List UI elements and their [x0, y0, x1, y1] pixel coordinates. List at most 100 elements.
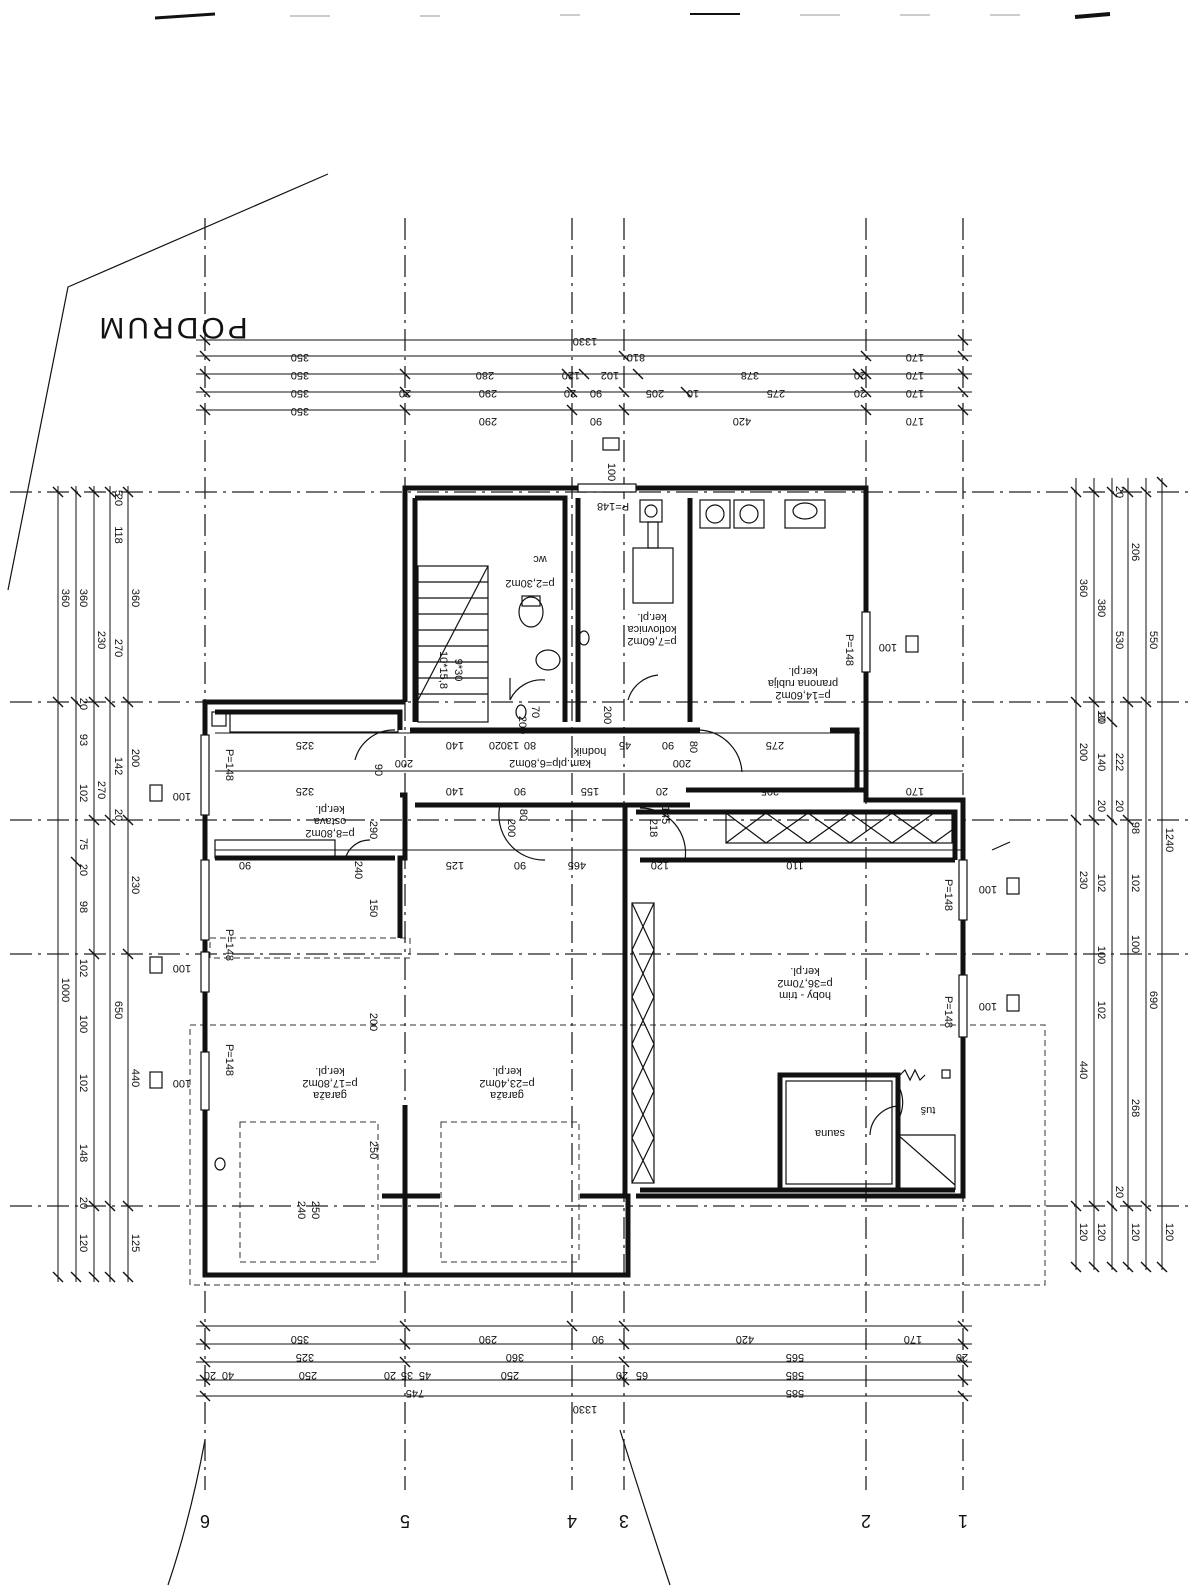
room-area: kam.plp=6,80m2	[509, 757, 591, 769]
dim-text: 200	[1077, 743, 1089, 761]
dim-text: 290	[479, 1333, 497, 1345]
axis-label: 5	[400, 1511, 410, 1531]
inner-dim: 290	[367, 821, 379, 839]
window-label: P=148	[223, 929, 235, 961]
room-floor: ker.pl.	[492, 1065, 521, 1077]
dim-text: 20	[384, 1369, 396, 1381]
dim-text: 90	[592, 1333, 604, 1345]
room-name: hoby - trim	[779, 989, 831, 1001]
inner-dim: 90	[372, 764, 384, 776]
dim-text: 270	[112, 639, 124, 657]
dim-text: 350	[291, 1333, 309, 1345]
axis-labels: 6 5 4 3 2 1	[200, 1511, 968, 1531]
room-area: p=17,80m2	[302, 1077, 357, 1089]
inner-dim: 240	[295, 1201, 307, 1219]
dim-text: 200	[129, 749, 141, 767]
dim-text: 142	[112, 757, 124, 775]
dim-text: 20	[854, 387, 866, 399]
inner-dim: 325	[296, 739, 314, 751]
inner-dim: 80	[524, 739, 536, 751]
dim-text: 20	[1113, 800, 1125, 812]
dim-text: 380	[1095, 599, 1107, 617]
dim-text: 40	[222, 1369, 234, 1381]
dim-text: 275	[767, 387, 785, 399]
right-dimensions: 360 200 230 440 120 380 20 140 20 102 10…	[1070, 476, 1175, 1273]
room-name: hodnik	[573, 745, 606, 757]
window-label: P=148	[223, 1044, 235, 1076]
inner-dim: 200	[516, 716, 528, 734]
inner-dim: 90	[662, 739, 674, 751]
room-name: tuš	[920, 1104, 935, 1116]
dim-text: 810	[627, 351, 645, 363]
dim-text: 1330	[573, 1403, 597, 1415]
axis-label: 2	[861, 1511, 871, 1531]
room-floor: ker.pl.	[315, 1065, 344, 1077]
dim-text: 20	[77, 698, 89, 710]
dim-text: 93	[77, 734, 89, 746]
dim-text: 350	[291, 369, 309, 381]
left-dimensions: 360 1000 360 270 230 650 5 20 118 270 20…	[52, 486, 141, 1283]
dim-text: 420	[733, 415, 751, 427]
dim-text: 10	[1095, 710, 1107, 722]
walls	[202, 485, 966, 1278]
dim-text: 120	[1163, 1223, 1175, 1241]
inner-dim: 45	[619, 739, 631, 751]
inner-dim: 70	[529, 706, 541, 718]
dim-text: 120	[562, 369, 580, 381]
dim-text: 250	[501, 1369, 519, 1381]
inner-dim: 140	[446, 785, 464, 797]
dim-text: 20	[564, 387, 576, 399]
dim-text: 20	[1113, 486, 1125, 498]
room-floor: ker.pl.	[315, 803, 344, 815]
dim-text: 90	[590, 387, 602, 399]
dim-text: 350	[291, 351, 309, 363]
inner-dim: 155	[581, 785, 599, 797]
dim-text: 250	[299, 1369, 317, 1381]
dim-text: 20	[616, 1369, 628, 1381]
dim-text: 745	[406, 1387, 424, 1399]
axis-label: 3	[619, 1511, 629, 1531]
dim-text: 20	[77, 1197, 89, 1209]
dim-text: 440	[129, 1069, 141, 1087]
dim-text: 170	[906, 369, 924, 381]
window-label: P=148	[942, 996, 954, 1028]
dim-text: 20	[956, 1351, 968, 1363]
window-tag-text: 100	[979, 1000, 997, 1012]
axis-label: 1	[958, 1511, 968, 1531]
inner-dim: 20	[489, 739, 501, 751]
dim-text: 20	[112, 809, 124, 821]
room-floor: ker.pl.	[637, 611, 666, 623]
stair-label: 10*15,8	[437, 651, 449, 689]
dim-text: 5	[112, 490, 124, 496]
dim-text: 350	[291, 387, 309, 399]
dim-text: 140	[1095, 753, 1107, 771]
dim-text: 268	[1129, 1099, 1141, 1117]
dim-text: 100	[77, 1015, 89, 1033]
room-area: p=23,40m2	[479, 1077, 534, 1089]
inner-dim: 110	[786, 859, 804, 871]
dim-text: 378	[741, 369, 759, 381]
dim-text: 690	[1147, 991, 1159, 1009]
dim-text: 20	[112, 494, 124, 506]
room-area: p=36,70m2	[777, 977, 832, 989]
dim-text: 290	[479, 415, 497, 427]
bottom-dimensions: 350 290 90 420 170 325 360 565 20 20 40 …	[196, 1320, 972, 1415]
sauna-block	[777, 1068, 956, 1193]
dim-text: 1000	[59, 978, 71, 1002]
window-tag-text: 100	[605, 463, 617, 481]
dim-text: 585	[786, 1387, 804, 1399]
axis-label: 6	[200, 1511, 210, 1531]
dim-text: 148	[77, 1144, 89, 1162]
room-name: pranona rublja	[767, 677, 838, 689]
dim-text: 360	[506, 1351, 524, 1363]
inner-dim: 145	[659, 806, 671, 824]
inner-dimensions: 325 140 20 130 80 70 200 45 90 275 200 3…	[215, 706, 963, 1219]
dim-text: 102	[601, 369, 619, 381]
room-labels: ker.pl. pranona rublja p=14,60m2 ker.pl.…	[302, 553, 935, 1139]
inner-dim: 240	[352, 861, 364, 879]
room-name: sauna	[814, 1127, 845, 1139]
dim-text: 360	[77, 589, 89, 607]
dim-text: 98	[77, 901, 89, 913]
plan-title: PODRUM	[96, 311, 247, 344]
